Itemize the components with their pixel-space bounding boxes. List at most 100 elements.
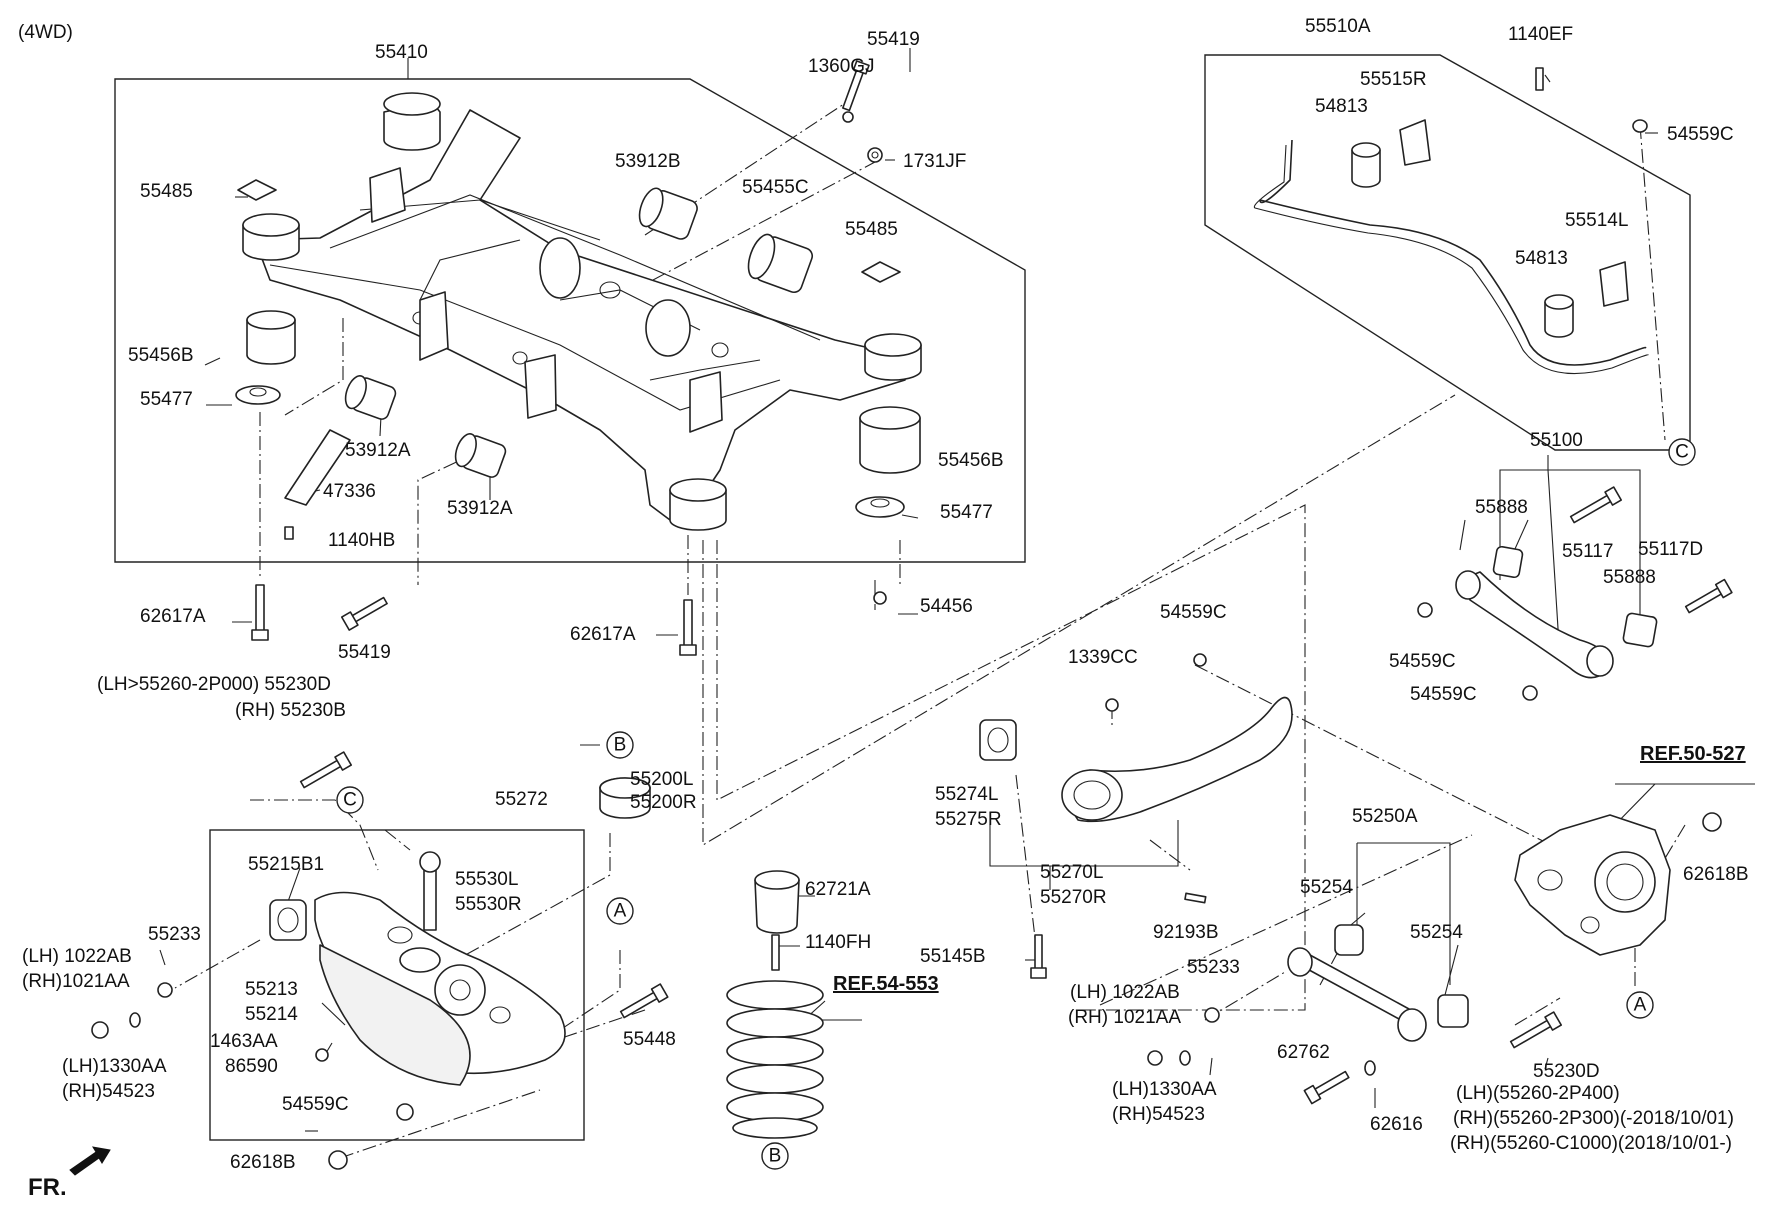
part-label: 53912A bbox=[447, 498, 513, 519]
circle-marker-letter: C bbox=[1675, 442, 1689, 463]
part-label: 62721A bbox=[805, 879, 871, 900]
part-label: 55888 bbox=[1475, 497, 1528, 518]
part-label: 55515R bbox=[1360, 69, 1427, 90]
rear-crossmember bbox=[242, 92, 922, 531]
part-label: 55455C bbox=[742, 177, 809, 198]
part-label: 55117 bbox=[1562, 541, 1613, 562]
stabilizer-group-box bbox=[1204, 54, 1691, 451]
part-label: 86590 bbox=[225, 1056, 278, 1077]
circle-marker: A bbox=[606, 897, 634, 925]
part-label: 55510A bbox=[1305, 16, 1371, 37]
variant-label: (4WD) bbox=[18, 22, 73, 43]
part-label: 1140EF bbox=[1508, 24, 1573, 45]
part-label: (LH) 1022AB bbox=[22, 946, 132, 967]
part-label: 55117D bbox=[1638, 539, 1703, 560]
part-label: 62617A bbox=[140, 606, 206, 627]
part-label: 62762 bbox=[1277, 1042, 1330, 1063]
part-label: 62618B bbox=[230, 1152, 296, 1173]
circle-marker-letter: A bbox=[614, 901, 627, 922]
part-label: 55215B1 bbox=[248, 854, 324, 875]
part-label: 55888 bbox=[1603, 567, 1656, 588]
rear-knuckle bbox=[1514, 812, 1722, 956]
part-label: 62618B bbox=[1683, 864, 1749, 885]
part-label: 55200R bbox=[630, 792, 697, 813]
part-label: 55456B bbox=[128, 345, 194, 366]
part-label: 53912A bbox=[345, 440, 411, 461]
part-label: 55250A bbox=[1352, 806, 1418, 827]
circle-marker: B bbox=[761, 1142, 789, 1170]
part-label: 55274L bbox=[935, 784, 998, 805]
part-label: 55233 bbox=[1187, 957, 1240, 978]
ref-label: REF.50-527 bbox=[1640, 743, 1746, 765]
part-label: 62617A bbox=[570, 624, 636, 645]
part-label: 54559C bbox=[1389, 651, 1456, 672]
part-label: (LH)(55260-2P400) bbox=[1456, 1083, 1620, 1104]
coil-spring-group bbox=[726, 870, 824, 1139]
part-label: 55477 bbox=[940, 502, 993, 523]
circle-marker-ring bbox=[606, 731, 634, 759]
part-label: 55485 bbox=[845, 219, 898, 240]
circle-marker-ring bbox=[761, 1142, 789, 1170]
part-label: 55233 bbox=[148, 924, 201, 945]
part-label: 55270L bbox=[1040, 862, 1103, 883]
part-label: (LH)1330AA bbox=[1112, 1079, 1217, 1100]
part-label: 1463AA bbox=[210, 1031, 278, 1052]
part-label: 55410 bbox=[375, 42, 428, 63]
trailing-arm bbox=[979, 653, 1293, 979]
part-label: 1140HB bbox=[328, 530, 395, 551]
part-label: 1339CC bbox=[1068, 647, 1138, 668]
circle-marker-ring bbox=[336, 786, 364, 814]
part-label: (RH)54523 bbox=[62, 1081, 155, 1102]
part-label: (LH)1330AA bbox=[62, 1056, 167, 1077]
upper-arm bbox=[1417, 486, 1733, 701]
part-label: 55419 bbox=[338, 642, 391, 663]
circle-marker: C bbox=[336, 786, 364, 814]
crossmember-group-box bbox=[114, 78, 1026, 563]
circle-marker-letter: C bbox=[343, 790, 357, 811]
front-direction-label: FR. bbox=[28, 1174, 67, 1201]
circle-marker-letter: B bbox=[769, 1146, 782, 1167]
part-label: 55214 bbox=[245, 1004, 298, 1025]
part-label: 55275R bbox=[935, 809, 1002, 830]
part-label: 54559C bbox=[1160, 602, 1227, 623]
part-label: 54813 bbox=[1315, 96, 1368, 117]
stabilizer-bar bbox=[1253, 67, 1649, 375]
part-label: (LH) 1022AB bbox=[1070, 982, 1180, 1003]
part-label: 47336 bbox=[323, 481, 376, 502]
part-label: (RH) 55230B bbox=[235, 700, 346, 721]
lower-control-arm bbox=[91, 751, 669, 1170]
part-label: 92193B bbox=[1153, 922, 1219, 943]
part-label: 1140FH bbox=[805, 932, 871, 953]
circle-marker-letter: B bbox=[614, 735, 627, 756]
part-label: 55530L bbox=[455, 869, 518, 890]
part-label: (RH)(55260-2P300)(-2018/10/01) bbox=[1453, 1108, 1734, 1129]
circle-marker-letter: A bbox=[1634, 995, 1647, 1016]
part-label: 62616 bbox=[1370, 1114, 1423, 1135]
part-label: 55100 bbox=[1530, 430, 1583, 451]
part-number-labels: 55410554191360GJ1731JF53912B55455C554855… bbox=[22, 16, 1749, 1173]
part-label: 55456B bbox=[938, 450, 1004, 471]
part-label: 55200L bbox=[630, 769, 693, 790]
part-label: (RH)54523 bbox=[1112, 1104, 1205, 1125]
part-label: (RH)1021AA bbox=[22, 971, 130, 992]
part-label: (RH)(55260-C1000)(2018/10/01-) bbox=[1450, 1133, 1732, 1154]
circle-markers: B C A A B C bbox=[336, 438, 1696, 1170]
lower-arm-group-box bbox=[209, 829, 585, 1141]
circle-marker: A bbox=[1626, 991, 1654, 1019]
part-label: 55254 bbox=[1300, 877, 1353, 898]
part-label: 55270R bbox=[1040, 887, 1107, 908]
part-label: 1731JF bbox=[903, 151, 966, 172]
part-label: 54813 bbox=[1515, 248, 1568, 269]
ref-label: REF.54-553 bbox=[833, 973, 939, 995]
part-label: (LH>55260-2P000) 55230D bbox=[97, 674, 331, 695]
part-label: 54559C bbox=[1410, 684, 1477, 705]
part-label: 55254 bbox=[1410, 922, 1463, 943]
part-label: 54559C bbox=[282, 1094, 349, 1115]
part-label: 53912B bbox=[615, 151, 681, 172]
circle-marker-ring bbox=[606, 897, 634, 925]
part-label: 54559C bbox=[1667, 124, 1734, 145]
part-label: 55145B bbox=[920, 946, 986, 967]
circle-marker: C bbox=[1668, 438, 1696, 466]
leader-lines bbox=[159, 48, 1755, 1132]
